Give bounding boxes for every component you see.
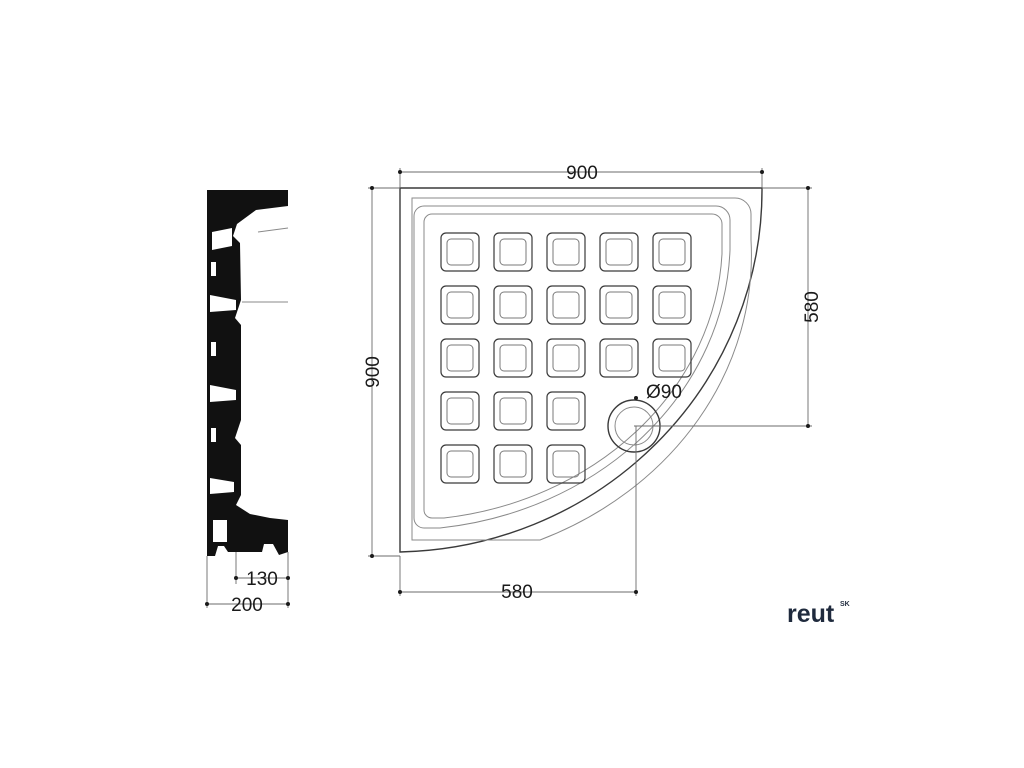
anti-slip-pad [440,232,480,272]
dimension-900-width-label: 900 [566,163,598,184]
anti-slip-pad-inner [446,344,474,372]
anti-slip-pad-inner [605,291,633,319]
tray-outer-outline [399,187,763,553]
dimension-200-label: 200 [231,595,263,616]
side-profile-notches [210,228,236,542]
anti-slip-pad-inner [605,238,633,266]
brand-logo-superscript: SK [840,601,850,608]
anti-slip-pad-inner [658,291,686,319]
dimension-580-width-label: 580 [501,582,533,603]
side-profile-view [205,190,290,608]
top-view [399,187,763,553]
dimension-top-900 [398,168,764,188]
anti-slip-pad-inner [552,344,580,372]
basin-inner-outline [423,213,723,519]
anti-slip-pad-inner [552,450,580,478]
anti-slip-pad-grid [440,232,692,484]
brand-logo-text: reut [787,600,835,628]
anti-slip-pad [652,232,692,272]
anti-slip-pad [440,444,480,484]
anti-slip-pad-inner [446,238,474,266]
anti-slip-pad [493,338,533,378]
anti-slip-pad-inner [605,344,633,372]
anti-slip-pad [546,285,586,325]
anti-slip-pad-inner [499,450,527,478]
anti-slip-pad-inner [446,397,474,425]
anti-slip-pad [493,391,533,431]
basin-outer-outline [413,205,731,529]
anti-slip-pad [493,232,533,272]
anti-slip-pad [440,338,480,378]
anti-slip-pad [546,444,586,484]
anti-slip-pad [440,391,480,431]
anti-slip-pad [652,285,692,325]
dimension-580-height-label: 580 [802,291,823,323]
anti-slip-pad-inner [446,291,474,319]
dimension-900-height-label: 900 [363,356,384,388]
anti-slip-pad [493,444,533,484]
anti-slip-pad [493,285,533,325]
anti-slip-pad-inner [658,344,686,372]
drain-diameter-label: Ø90 [646,382,682,403]
anti-slip-pad [599,285,639,325]
dimension-130-label: 130 [246,569,278,590]
anti-slip-pad-inner [446,450,474,478]
anti-slip-pad-inner [658,238,686,266]
anti-slip-pad-inner [552,238,580,266]
anti-slip-pad [599,232,639,272]
dimension-bottom-580 [398,426,638,596]
anti-slip-pad [599,338,639,378]
dimension-right-580 [634,186,812,428]
anti-slip-pad-inner [499,238,527,266]
anti-slip-pad [546,232,586,272]
tray-rim-line [411,197,752,541]
anti-slip-pad [546,338,586,378]
anti-slip-pad [546,391,586,431]
side-profile-silhouette [207,190,288,556]
anti-slip-pad [440,285,480,325]
anti-slip-pad-inner [552,397,580,425]
anti-slip-pad-inner [499,344,527,372]
dimension-left-900 [368,186,400,558]
anti-slip-pad-inner [499,291,527,319]
anti-slip-pad [652,338,692,378]
anti-slip-pad-inner [552,291,580,319]
anti-slip-pad-inner [499,397,527,425]
